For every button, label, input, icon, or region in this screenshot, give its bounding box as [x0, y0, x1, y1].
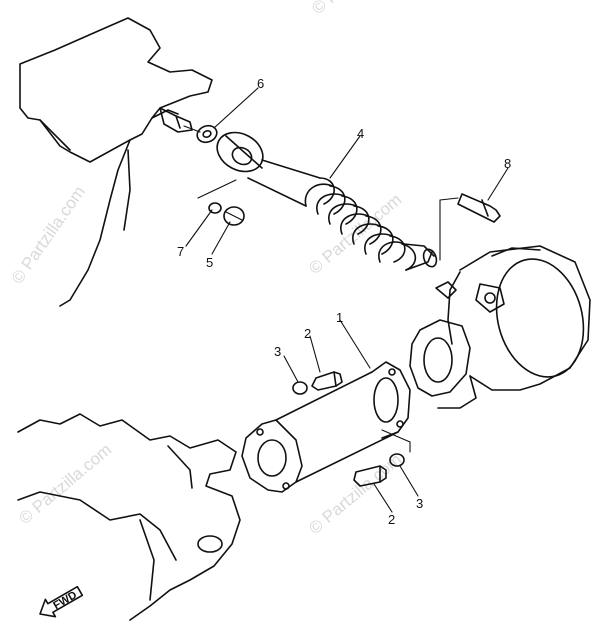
frame-outline [19, 17, 213, 307]
bolt-upper-item-2 [311, 371, 343, 391]
watermark-3: © Partzilla.com [15, 440, 115, 528]
callouts: 6 4 8 7 5 1 2 3 3 2 [177, 76, 511, 527]
washer-item-6 [196, 124, 218, 144]
assembly-lines [183, 125, 459, 453]
callout-1: 1 [336, 310, 343, 325]
watermark-5: © Partzilla.com [308, 0, 408, 18]
upper-mount-bolt [159, 107, 193, 133]
watermark-1: © Partzilla.com [8, 183, 89, 288]
washer-lower-item-3 [389, 453, 405, 467]
callout-7: 7 [177, 244, 184, 259]
washer-upper-item-3 [292, 381, 308, 395]
rear-case-outline [17, 413, 241, 621]
callout-3-lower: 3 [416, 496, 423, 511]
engine-housing [409, 245, 591, 409]
leader-lines [185, 87, 509, 513]
callout-2-upper: 2 [304, 326, 311, 341]
bolt-item-8 [457, 193, 501, 223]
bolt-lower-item-2 [353, 465, 387, 487]
callout-4: 4 [357, 126, 364, 141]
callout-5: 5 [206, 255, 213, 270]
collar-item-7 [208, 202, 222, 214]
fwd-arrow: FWD [39, 585, 84, 618]
callout-8: 8 [504, 156, 511, 171]
fwd-label: FWD [51, 589, 79, 612]
bush-item-5 [223, 206, 245, 226]
callout-2-lower: 2 [388, 512, 395, 527]
joint-tube-item-1 [241, 361, 411, 493]
callout-6: 6 [257, 76, 264, 91]
callout-3-upper: 3 [274, 344, 281, 359]
shock-absorber-item-4 [216, 131, 438, 271]
